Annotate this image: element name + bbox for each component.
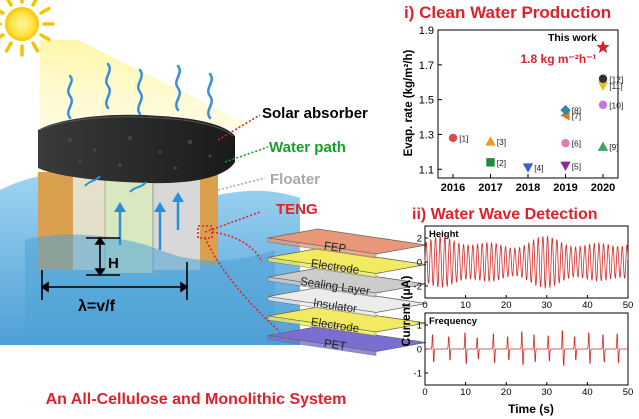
data-point bbox=[598, 100, 608, 110]
layer-edge bbox=[267, 335, 377, 356]
data-point bbox=[561, 138, 570, 148]
x-tick-label: 40 bbox=[582, 387, 593, 398]
y-tick-label: 0 bbox=[417, 345, 422, 356]
data-point bbox=[486, 158, 495, 167]
y-tick-label: 1.7 bbox=[419, 60, 434, 72]
layer-edge bbox=[267, 296, 377, 317]
panel-name: Height bbox=[429, 229, 459, 240]
x-tick-label: 0 bbox=[422, 387, 427, 398]
data-point bbox=[598, 74, 608, 83]
evap-rate-chart: 2016 2017 2018 2019 2020 1.1 1.3 1.5 1.7 1.9 [1] [2… bbox=[419, 25, 624, 194]
wavelength-marker bbox=[40, 262, 189, 300]
data-point-label: [7] bbox=[572, 111, 581, 121]
current-trace bbox=[425, 330, 628, 366]
chart2-ylabel: Current (μA) bbox=[399, 276, 413, 347]
height-marker bbox=[86, 236, 120, 277]
sun-ray bbox=[0, 9, 5, 15]
sun-ray bbox=[31, 0, 38, 7]
data-point-label: [4] bbox=[534, 163, 543, 173]
this-work-star bbox=[596, 40, 610, 54]
layer-label: PET bbox=[323, 338, 347, 353]
x-tick-label: 40 bbox=[582, 300, 593, 311]
footer-title: An All-Cellulose and Monolithic System bbox=[46, 391, 347, 408]
y-tick-label: 1.1 bbox=[419, 164, 434, 176]
this-work-value: 1.8 kg m⁻²h⁻¹ bbox=[521, 52, 597, 66]
x-tick-label: 30 bbox=[542, 387, 553, 398]
y-tick-label: 1.9 bbox=[419, 25, 434, 37]
data-point bbox=[560, 104, 571, 116]
chart1-title: i) Clean Water Production bbox=[404, 3, 611, 22]
y-tick-label: -2 bbox=[414, 282, 422, 293]
chart2-title: ii) Water Wave Detection bbox=[412, 206, 598, 223]
y-tick-label: 2 bbox=[417, 234, 422, 245]
data-point-label: [9] bbox=[609, 142, 618, 152]
y-tick-label: -1 bbox=[414, 369, 422, 380]
water-path-label: Water path bbox=[269, 139, 346, 156]
panel-name: Frequency bbox=[429, 316, 478, 327]
this-work-label: This work bbox=[548, 32, 597, 44]
sun-icon bbox=[0, 0, 55, 57]
vapor-waves bbox=[67, 62, 213, 120]
teng-label: TENG bbox=[276, 201, 318, 218]
x-tick-label: 20 bbox=[501, 300, 512, 311]
data-point bbox=[560, 161, 571, 172]
data-point-label: [2] bbox=[497, 158, 506, 168]
x-tick-label: 0 bbox=[422, 300, 427, 311]
layer-label: FEP bbox=[323, 240, 347, 255]
layer-edge bbox=[267, 237, 377, 259]
data-point bbox=[522, 163, 534, 173]
y-tick-label: 1.3 bbox=[419, 129, 434, 141]
x-tick-label: 50 bbox=[623, 300, 634, 311]
data-point-label: [3] bbox=[497, 137, 506, 147]
x-tick-label: 10 bbox=[460, 300, 471, 311]
y-tick-label: 1 bbox=[417, 321, 422, 332]
sun-ray bbox=[39, 6, 51, 15]
light-beam bbox=[40, 40, 255, 128]
data-point bbox=[448, 133, 458, 143]
data-point-label: [6] bbox=[572, 139, 581, 149]
data-point-label: [8] bbox=[572, 106, 581, 116]
x-tick-label: 30 bbox=[542, 300, 553, 311]
x-tick-label: 2019 bbox=[553, 182, 577, 194]
chart2-xlabel: Time (s) bbox=[508, 402, 554, 416]
x-tick-label: 2016 bbox=[441, 182, 465, 194]
layer-edge bbox=[267, 276, 377, 298]
x-tick-label: 2017 bbox=[478, 182, 502, 194]
x-tick-label: 50 bbox=[623, 387, 634, 398]
data-point-label: [12] bbox=[609, 74, 623, 84]
sun-ray bbox=[6, 0, 13, 7]
wavelength-label: λ=v/f bbox=[78, 298, 116, 315]
x-tick-label: 2020 bbox=[591, 182, 615, 194]
sun-ray bbox=[39, 33, 51, 42]
data-point-label: [1] bbox=[459, 133, 468, 143]
floater-label: Floater bbox=[270, 171, 320, 188]
data-point-label: [11] bbox=[609, 81, 623, 91]
height-label: H bbox=[108, 255, 119, 272]
label-leaders bbox=[197, 114, 281, 333]
chart1-ylabel: Evap. rate (kg/m²/h) bbox=[403, 49, 415, 156]
data-point bbox=[597, 141, 609, 151]
x-tick-label: 10 bbox=[460, 387, 471, 398]
current-trace bbox=[424, 235, 629, 289]
solar-absorber-label: Solar absorber bbox=[262, 105, 368, 122]
device-illustration: H λ=v/f Solar absorber Water path Floate… bbox=[0, 0, 427, 408]
x-tick-label: 20 bbox=[501, 387, 512, 398]
sun-ray bbox=[0, 33, 5, 39]
y-tick-label: 0 bbox=[417, 258, 422, 269]
layer-edge bbox=[267, 257, 377, 278]
data-point-label: [5] bbox=[572, 161, 581, 171]
y-tick-label: 1.5 bbox=[419, 95, 434, 107]
x-tick-label: 2018 bbox=[516, 182, 540, 194]
layer-edge bbox=[267, 315, 377, 337]
sun-ray bbox=[31, 41, 40, 53]
floater-cylinder bbox=[25, 114, 275, 345]
data-point bbox=[485, 136, 496, 146]
sun-ray bbox=[4, 41, 13, 53]
data-point-label: [10] bbox=[609, 100, 623, 110]
data-point bbox=[597, 81, 609, 91]
